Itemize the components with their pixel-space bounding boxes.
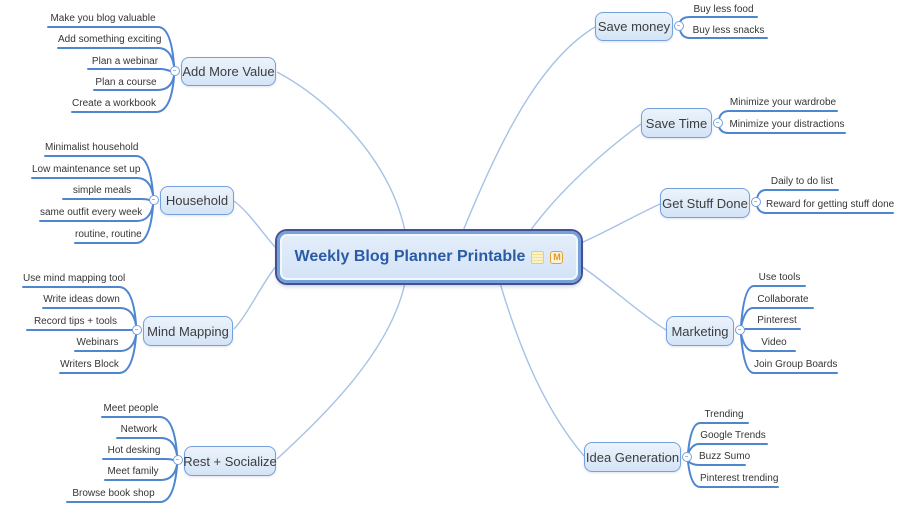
branch-node-rest-socialize[interactable]: Rest + Socialize <box>183 446 277 476</box>
child-topic-label[interactable]: Minimalist household <box>45 142 139 153</box>
child-topic-label[interactable]: Plan a webinar <box>91 56 159 67</box>
branch-node-save-money[interactable]: Save money <box>595 12 673 41</box>
child-topic-label[interactable]: Buzz Sumo <box>699 451 751 462</box>
child-topic-label[interactable]: Use tools <box>758 272 801 283</box>
child-topic-label[interactable]: Hot desking <box>107 445 161 456</box>
branch-node-get-stuff-done[interactable]: Get Stuff Done <box>660 188 750 218</box>
collapse-toggle-household[interactable] <box>149 195 159 205</box>
child-topic-label[interactable]: Reward for getting stuff done <box>766 199 895 210</box>
child-topic-label[interactable]: Google Trends <box>700 430 766 441</box>
branch-label: Save money <box>597 19 671 34</box>
branch-node-add-more-value[interactable]: Add More Value <box>181 57 276 86</box>
child-topic-label[interactable]: Daily to do list <box>770 176 834 187</box>
central-topic[interactable]: Weekly Blog Planner Printable M <box>277 231 581 283</box>
child-topic-label[interactable]: Trending <box>704 409 744 420</box>
collapse-toggle-marketing[interactable] <box>735 325 745 335</box>
branch-label: Household <box>165 193 229 208</box>
child-topic-label[interactable]: Record tips + tools <box>33 316 118 327</box>
collapse-toggle-get-stuff-done[interactable] <box>751 197 761 207</box>
child-topic-label[interactable]: Add something exciting <box>58 34 162 45</box>
collapse-toggle-save-time[interactable] <box>713 118 723 128</box>
branch-label: Get Stuff Done <box>662 195 748 211</box>
child-topic-label[interactable]: Collaborate <box>757 294 809 305</box>
child-topic-label[interactable]: Writers Block <box>60 359 119 370</box>
child-topic-label[interactable]: Meet family <box>107 466 159 477</box>
central-topic-title: Weekly Blog Planner Printable <box>294 248 526 265</box>
child-topic-label[interactable]: Browse book shop <box>72 488 155 499</box>
collapse-toggle-rest-socialize[interactable] <box>173 455 183 465</box>
child-topic-label[interactable]: Buy less food <box>693 4 754 15</box>
child-topic-label[interactable]: Write ideas down <box>43 294 120 305</box>
note-icon[interactable] <box>531 250 545 264</box>
branch-label: Add More Value <box>182 64 275 79</box>
child-topic-label[interactable]: Pinterest trending <box>700 473 779 484</box>
child-topic-label[interactable]: Create a workbook <box>72 98 156 109</box>
child-topic-label[interactable]: Plan a course <box>95 77 157 88</box>
m-badge-icon[interactable]: M <box>550 250 564 264</box>
branch-node-save-time[interactable]: Save Time <box>641 108 712 138</box>
branch-label: Marketing <box>671 323 729 339</box>
child-topic-label[interactable]: routine, routine <box>75 229 142 240</box>
branch-label: Save Time <box>645 115 708 131</box>
child-topic-label[interactable]: same outfit every week <box>40 207 143 218</box>
branch-node-household[interactable]: Household <box>160 186 234 215</box>
center-connectors <box>233 26 667 460</box>
child-topic-label[interactable]: Join Group Boards <box>754 359 838 370</box>
collapse-toggle-idea-generation[interactable] <box>682 452 692 462</box>
collapse-toggle-mind-mapping[interactable] <box>132 325 142 335</box>
branch-node-marketing[interactable]: Marketing <box>666 316 734 346</box>
child-topic-label[interactable]: Low maintenance set up <box>32 164 141 175</box>
child-topic-label[interactable]: Video <box>761 337 787 348</box>
child-topic-label[interactable]: Network <box>120 424 158 435</box>
child-topic-label[interactable]: Webinars <box>76 337 119 348</box>
child-topic-label[interactable]: Make you blog valuable <box>50 13 156 24</box>
child-topic-label[interactable]: simple meals <box>72 185 132 196</box>
collapse-toggle-save-money[interactable] <box>674 21 684 31</box>
branch-node-mind-mapping[interactable]: Mind Mapping <box>143 316 233 346</box>
branch-label: Mind Mapping <box>147 323 229 339</box>
child-connectors <box>22 16 894 503</box>
child-topic-label[interactable]: Meet people <box>103 403 159 414</box>
child-topic-label[interactable]: Buy less snacks <box>692 25 765 36</box>
child-topic-label[interactable]: Minimize your wardrobe <box>729 97 837 108</box>
child-topic-label[interactable]: Pinterest <box>757 315 797 326</box>
branch-label: Idea Generation <box>585 449 680 465</box>
child-topic-label[interactable]: Minimize your distractions <box>729 119 845 130</box>
branch-label: Rest + Socialize <box>183 453 277 469</box>
branch-node-idea-generation[interactable]: Idea Generation <box>584 442 681 472</box>
child-topic-label[interactable]: Use mind mapping tool <box>23 273 126 284</box>
collapse-toggle-add-more-value[interactable] <box>170 66 180 76</box>
